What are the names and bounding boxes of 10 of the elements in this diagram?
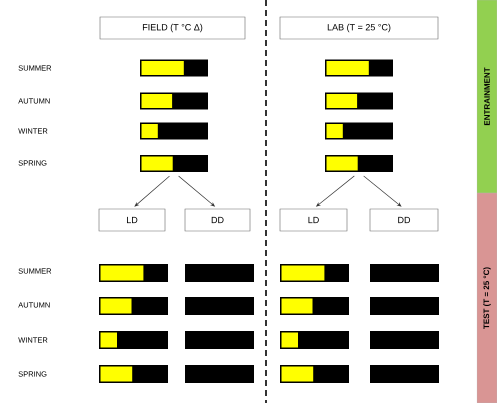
label-box: DD [370,208,438,232]
label-box: LAB (T = 25 °C) [280,16,438,40]
photoperiod-bar [325,155,393,172]
phase-band: ENTRAINMENT [476,0,497,194]
photoperiod-bar [140,155,208,172]
label-box: LD [280,208,348,232]
label-box: LD [98,208,166,232]
label-box: DD [184,208,250,232]
label-box: FIELD (T °C Δ) [100,16,246,40]
phase-band: TEST (T = 25 °C) [476,192,497,403]
